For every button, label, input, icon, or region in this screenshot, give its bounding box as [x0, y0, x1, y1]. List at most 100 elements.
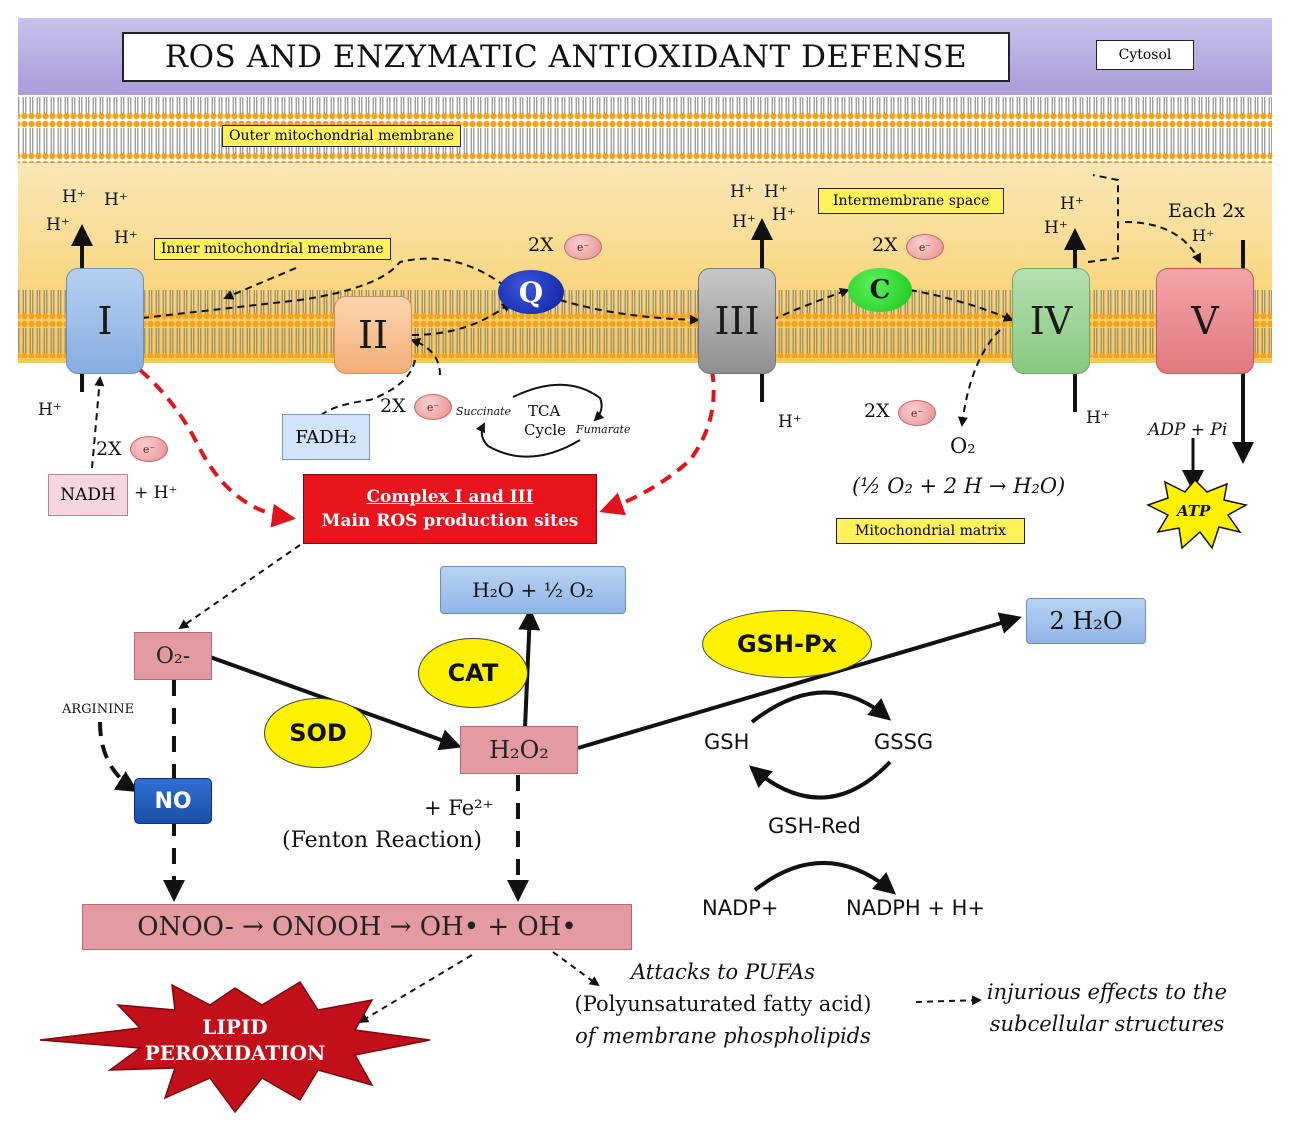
cytosol-label: Cytosol [1096, 40, 1194, 70]
gsh-to-gssg-arc [750, 690, 892, 724]
nadph-label: NADPH + H+ [846, 896, 986, 920]
proton-label: H⁺ [732, 212, 756, 232]
lipid-peroxidation-label: LIPID PEROXIDATION [120, 1014, 350, 1066]
gsh-label: GSH [704, 730, 750, 754]
proton-label: H⁺ [114, 228, 138, 248]
etc-arrow-C-IV [909, 289, 1014, 322]
nadh-plus-h: + H⁺ [134, 483, 178, 503]
peroxynitrite-chain-box: ONOO- → ONOOH → OH• + OH• [82, 904, 632, 950]
legend-text: injurious effects to the subcellular str… [978, 976, 1236, 1040]
legend-line1: injurious effects to the [986, 980, 1228, 1004]
gshpx-enzyme: GSH-Px [702, 610, 872, 678]
proton-label: H⁺ [1044, 218, 1068, 238]
two-x-label: 2X [864, 400, 890, 422]
arginine-arrow [98, 721, 139, 793]
nadp-label: NADP+ [702, 896, 779, 920]
electron-icon: e⁻ [414, 394, 452, 420]
pufa-line1: Attacks to PUFAs [630, 960, 816, 984]
gshpx-arrow [577, 612, 1022, 750]
gsh-red-label: GSH-Red [768, 814, 861, 838]
etc-arrow-II-Q [411, 301, 512, 336]
superoxide-box: O₂- [134, 632, 212, 680]
legend-dashed-arrow [915, 995, 982, 1006]
ros-arrow-from-III [599, 369, 716, 516]
etc-arrow-I-Q [141, 257, 514, 319]
proton-pump-V-path [1087, 174, 1119, 263]
page-title: ROS AND ENZYMATIC ANTIOXIDANT DEFENSE [164, 39, 968, 75]
gssg-to-gsh-arc [748, 760, 892, 800]
succinate-label: Succinate [456, 405, 512, 418]
fadh2-arrow [317, 359, 416, 419]
water-product-box: 2 H₂O [1026, 598, 1146, 644]
intermembrane-space-label: Intermembrane space [818, 188, 1005, 214]
electron-icon: e⁻ [564, 234, 602, 260]
proton-label: H⁺ [1060, 194, 1084, 214]
proton-label: H⁺ [104, 190, 128, 210]
cat-product-box: H₂O + ½ O₂ [440, 566, 626, 614]
tca-label: TCA [528, 402, 561, 420]
chain-to-lipid-arrow [358, 954, 473, 1024]
each-2x-label: Each 2x [1168, 200, 1245, 222]
arginine-label: ARGININE [62, 702, 135, 717]
complex-I: I [66, 268, 144, 374]
tca-arrow-bottom [475, 422, 581, 458]
nadh-arrow [91, 376, 105, 469]
complex-IV: IV [1012, 268, 1090, 374]
electron-icon: e⁻ [130, 436, 168, 462]
gssg-label: GSSG [874, 730, 934, 754]
no-box: NO [134, 778, 212, 824]
two-x-label: 2X [528, 234, 554, 256]
complex-III: III [698, 268, 776, 374]
proton-label: H⁺ [1086, 408, 1110, 428]
tca-arrow-top [512, 383, 605, 422]
water-equation: (½ O₂ + 2 H → H₂O) [852, 474, 1066, 498]
electron-icon: e⁻ [898, 400, 936, 426]
atp-label: ATP [1177, 502, 1211, 520]
two-x-label: 2X [380, 395, 406, 417]
complex-II: II [334, 296, 412, 374]
electron-icon: e⁻ [906, 234, 944, 260]
ros-arrow-from-I [138, 368, 296, 528]
sod-enzyme: SOD [264, 698, 372, 768]
ros-site-line2: Main ROS production sites [321, 511, 579, 531]
proton-label: H⁺ [778, 412, 802, 432]
pufa-line2: (Polyunsaturated fatty acid) [574, 992, 872, 1016]
oxygen-label: O₂ [950, 434, 976, 458]
h2o2-box: H₂O₂ [460, 726, 578, 774]
complex-V: V [1156, 268, 1254, 374]
ros-production-box: Complex I and III Main ROS production si… [303, 474, 597, 544]
fumarate-label: Fumarate [576, 423, 631, 436]
proton-label: H⁺ [1192, 226, 1215, 245]
coenzyme-Q: Q [498, 270, 564, 314]
pufa-line3: of membrane phospholipids [575, 1024, 871, 1048]
mitochondrial-matrix-label: Mitochondrial matrix [836, 518, 1025, 544]
inner-membrane-label: Inner mitochondrial membrane [154, 238, 391, 260]
lipid-star [39, 980, 431, 1114]
etc-arrow-IV-O2 [958, 329, 1001, 427]
ros-site-line1: Complex I and III [366, 487, 534, 507]
outer-membrane-label: Outer mitochondrial membrane [222, 125, 462, 147]
proton-label: H⁺ [38, 400, 62, 420]
fenton-reaction-label: (Fenton Reaction) [282, 828, 482, 853]
legend-line2: subcellular structures [989, 1012, 1225, 1036]
cycle-label: Cycle [524, 421, 567, 439]
inner-membrane-pointer [223, 267, 297, 300]
title-box: ROS AND ENZYMATIC ANTIOXIDANT DEFENSE [122, 32, 1010, 82]
proton-label: H⁺ [772, 205, 796, 225]
proton-label: H⁺ [46, 215, 70, 235]
fadh2-to-II-arrow [410, 337, 441, 376]
chain-to-pufa-arrow [552, 951, 600, 987]
ros-to-superoxide-arrow [178, 544, 301, 630]
nadh-box: NADH [48, 474, 128, 516]
proton-label: H⁺ [62, 187, 86, 207]
lipid-line1: LIPID [202, 1015, 268, 1039]
cytochrome-c: C [848, 268, 912, 312]
two-x-label: 2X [872, 234, 898, 256]
outer-membrane-lipids [18, 97, 1272, 165]
proton-label: H⁺ [730, 182, 754, 202]
adp-pi-label: ADP + Pi [1148, 420, 1228, 440]
fadh2-box: FADH₂ [282, 414, 370, 460]
cat-enzyme: CAT [418, 638, 528, 708]
two-x-label: 2X [96, 438, 122, 460]
